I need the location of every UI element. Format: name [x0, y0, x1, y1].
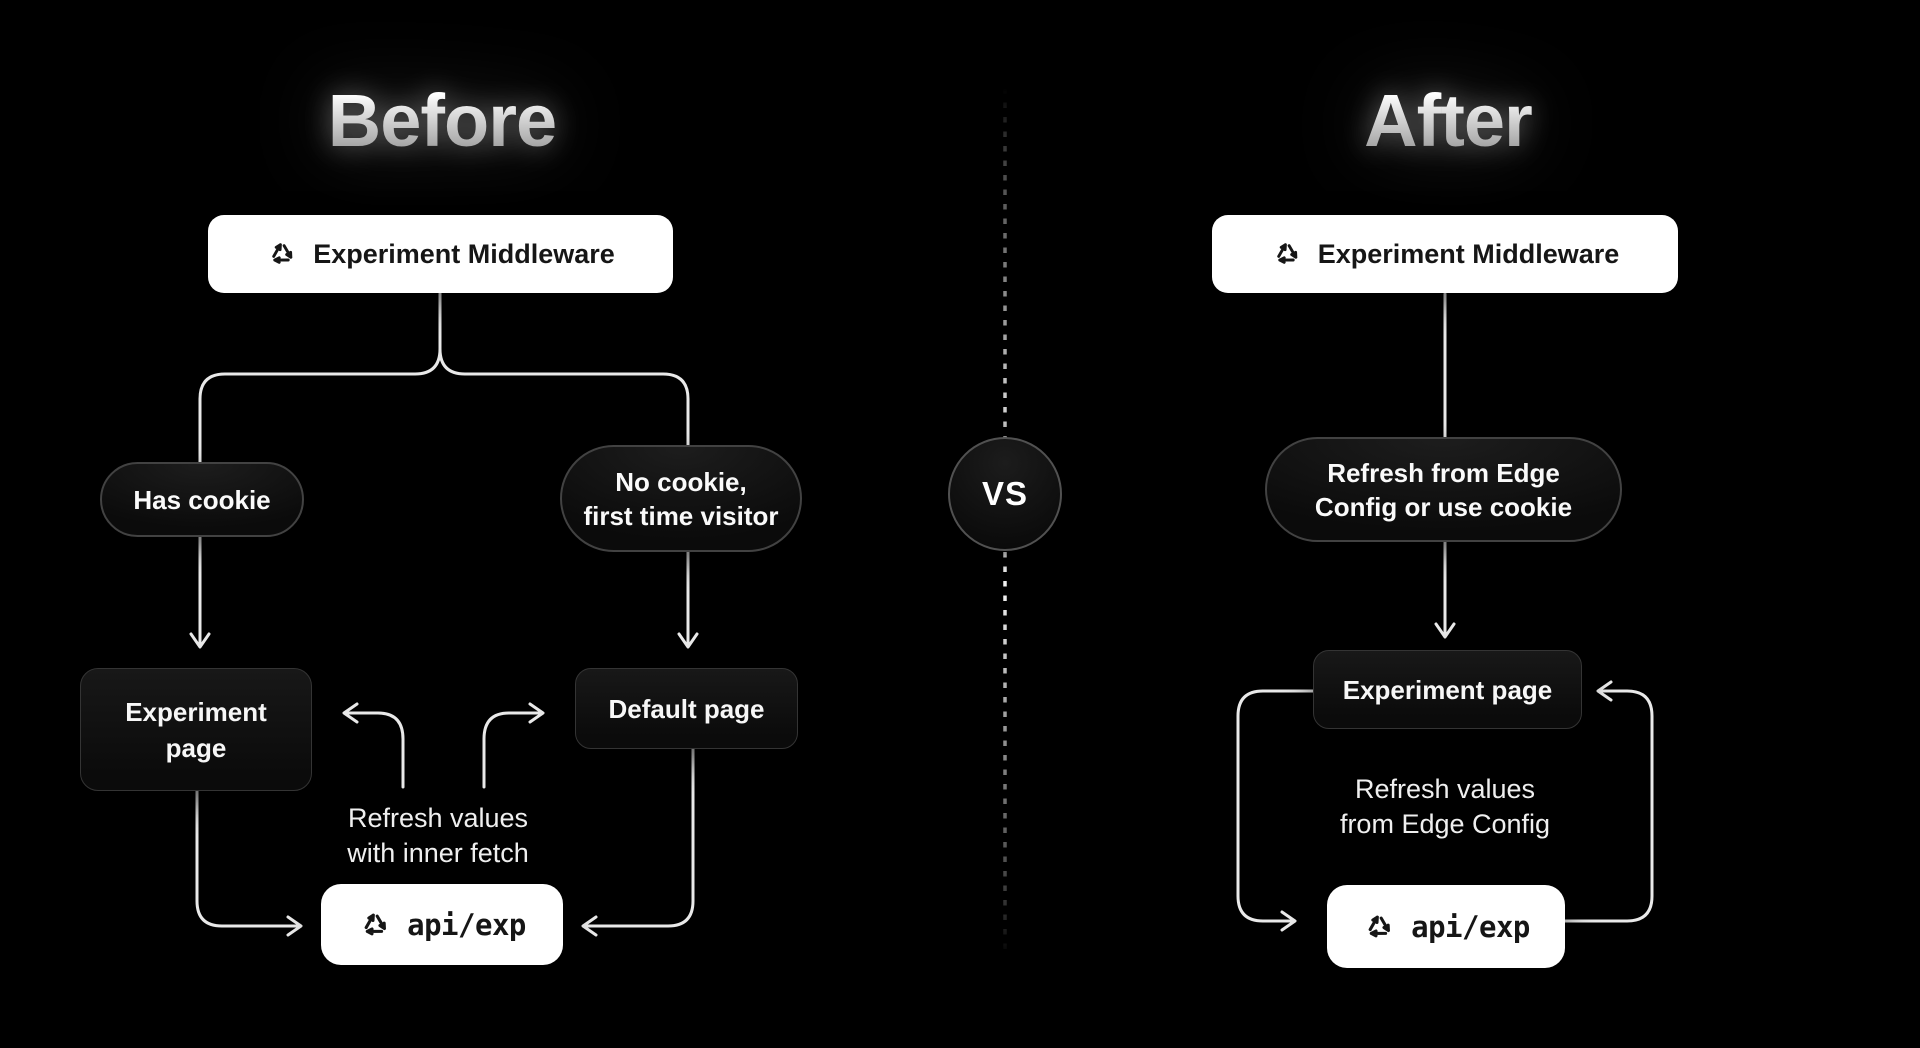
default-page-label: Default page — [608, 693, 765, 724]
after-page-to-api-loop-connector — [1236, 689, 1315, 932]
after-middleware-box: Experiment Middleware — [1212, 215, 1678, 293]
before-api-box: api/exp — [321, 884, 563, 965]
before-experiment-page-box: Experiment page — [80, 668, 312, 791]
after-refresh-note-line-2: from Edge Config — [1339, 809, 1551, 839]
before-api-label: api/exp — [407, 907, 526, 942]
before-middleware-box: Experiment Middleware — [208, 215, 673, 293]
before-experiment-page-line-1: Experiment — [125, 696, 267, 727]
before-branch-left-connector — [189, 292, 442, 649]
cycle-arrows-icon — [1271, 238, 1303, 270]
before-experiment-to-api-connector — [195, 788, 303, 937]
refresh-pill-line-1: Refresh from Edge — [1327, 457, 1560, 488]
refresh-pill-line-2: Config or use cookie — [1314, 491, 1573, 522]
after-title: After — [1148, 78, 1748, 163]
refresh-edge-config-pill: Refresh from Edge Config or use cookie — [1265, 437, 1622, 542]
after-experiment-page-label: Experiment page — [1342, 674, 1553, 705]
before-api-return-to-default-connector — [482, 702, 545, 789]
before-middleware-label: Experiment Middleware — [313, 238, 615, 269]
before-refresh-note-line-1: Refresh values — [347, 803, 529, 833]
vs-badge: VS — [948, 437, 1062, 551]
cycle-arrows-icon — [1362, 910, 1396, 944]
default-page-box: Default page — [575, 668, 798, 749]
before-title: Before — [142, 78, 742, 163]
after-api-box: api/exp — [1327, 885, 1565, 968]
after-refresh-note: Refresh values from Edge Config — [1295, 772, 1595, 842]
before-experiment-page-line-2: page — [165, 732, 227, 763]
no-cookie-line-1: No cookie, — [615, 466, 747, 497]
after-middleware-label: Experiment Middleware — [1317, 238, 1620, 269]
after-api-to-page-loop-connector — [1563, 680, 1654, 923]
before-api-return-to-experiment-connector — [342, 702, 405, 789]
after-experiment-page-box: Experiment page — [1313, 650, 1582, 729]
before-branch-right-connector — [438, 292, 699, 649]
vs-label: VS — [981, 475, 1029, 512]
cycle-arrows-icon — [358, 908, 392, 942]
no-cookie-line-2: first time visitor — [583, 500, 779, 531]
has-cookie-label: Has cookie — [133, 484, 271, 515]
before-refresh-note: Refresh values with inner fetch — [288, 801, 588, 871]
cycle-arrows-icon — [266, 238, 298, 270]
no-cookie-pill: No cookie, first time visitor — [560, 445, 802, 552]
after-refresh-note-line-1: Refresh values — [1354, 774, 1536, 804]
before-refresh-note-line-2: with inner fetch — [347, 838, 529, 868]
has-cookie-pill: Has cookie — [100, 462, 304, 537]
before-default-to-api-connector — [581, 746, 695, 937]
after-api-label: api/exp — [1411, 909, 1530, 944]
